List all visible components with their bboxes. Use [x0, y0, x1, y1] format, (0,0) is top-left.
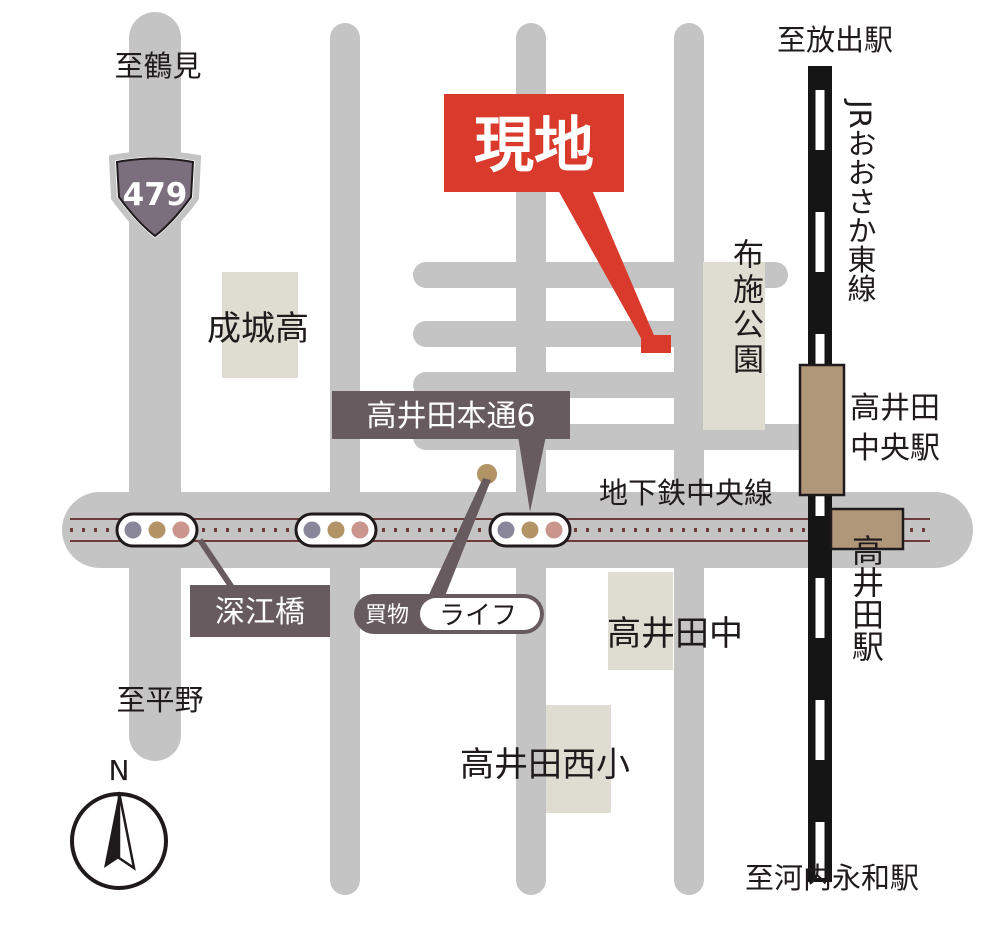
- station-takaida-chuo: [798, 363, 846, 497]
- seijo-high-label: 成城高: [207, 309, 309, 349]
- destination-label: 現地: [474, 111, 594, 181]
- takaida-chuo-label-line1: 高井田: [850, 391, 940, 426]
- jr-line-label: JRおおさか東線: [843, 98, 877, 303]
- station-fukaebashi-marker: [115, 512, 199, 548]
- route-shield-number: 479: [123, 177, 188, 213]
- takaida-hondori-label: 高井田本通6: [366, 399, 535, 434]
- direction-hanaten-label: 至放出駅: [777, 23, 893, 57]
- takaida-hondori-callout: 高井田本通6: [332, 391, 570, 512]
- route-shield-479: 479: [108, 151, 202, 246]
- compass-north-label: N: [109, 754, 130, 787]
- fukaebashi-label: 深江橋: [215, 595, 305, 630]
- shopping-callout: 買物 ライフ: [354, 462, 544, 634]
- takaida-station-label: 高井田駅: [847, 534, 885, 662]
- takaida-nishi-elem-label: 高井田西小: [460, 745, 630, 785]
- seijo-high-block: [222, 272, 298, 378]
- shopping-name-label: ライフ: [439, 601, 517, 631]
- fuse-park-block: [703, 262, 765, 430]
- station-middle-marker: [294, 512, 378, 548]
- compass-needle-icon: [104, 792, 119, 868]
- compass: N: [70, 754, 168, 890]
- takaida-naka-block: [608, 572, 673, 670]
- fuse-park-label: 布施公園: [727, 238, 764, 378]
- station-takaida-hondori-marker: [488, 512, 572, 548]
- takaida-naka-label: 高井田中: [607, 614, 743, 654]
- fukaebashi-callout: 深江橋: [190, 538, 330, 637]
- direction-tsurumi-label: 至鶴見: [114, 49, 201, 83]
- subway-line-label: 地下鉄中央線: [599, 476, 773, 510]
- station-takaida: [829, 507, 905, 551]
- direction-kawachi-eiwa-label: 至河内永和駅: [745, 861, 919, 895]
- takaida-chuo-label-line2: 中央駅: [850, 431, 940, 466]
- destination-marker: [641, 335, 671, 353]
- destination-callout: 現地: [444, 94, 671, 353]
- shopping-category-label: 買物: [365, 603, 409, 628]
- direction-hirano-label: 至平野: [116, 683, 203, 717]
- takaida-nishi-elem-block: [546, 705, 611, 813]
